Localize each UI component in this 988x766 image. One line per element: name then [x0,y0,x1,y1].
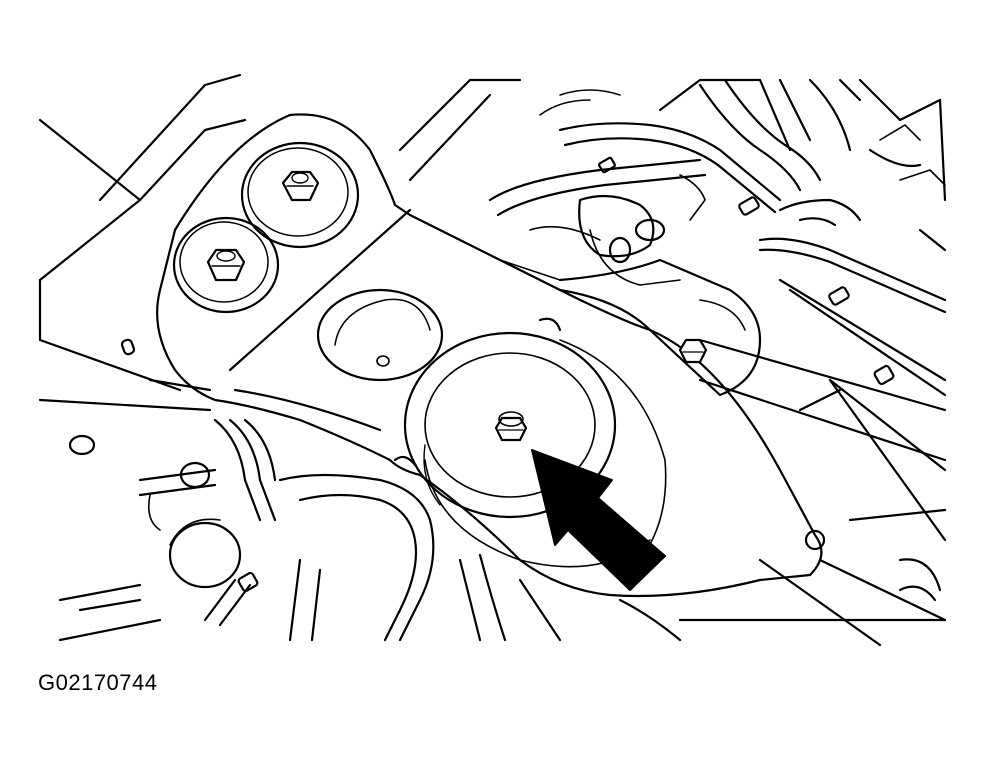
upper-bolt-boss [240,141,360,249]
center-bolt-icon [494,411,528,442]
upper-bolt-icon [281,170,320,202]
frame-slot [120,338,136,356]
chassis-frame-lines [38,73,947,647]
side-bolt-icon [678,338,708,364]
lower-left-components [138,418,682,642]
engine-fittings [499,89,946,386]
arrow-icon [531,449,666,591]
engine-hoses [488,78,947,397]
lower-bolt-boss [172,216,280,314]
mount-arm-lower [699,299,746,331]
frame-hole [68,434,96,456]
bracket-hole [804,529,826,551]
figure-id-label: G02170744 [38,670,158,695]
lower-bolt-icon [206,248,246,282]
mount-arm [558,258,762,397]
left-recess [316,288,444,382]
engine-mount-bracket [156,113,826,598]
